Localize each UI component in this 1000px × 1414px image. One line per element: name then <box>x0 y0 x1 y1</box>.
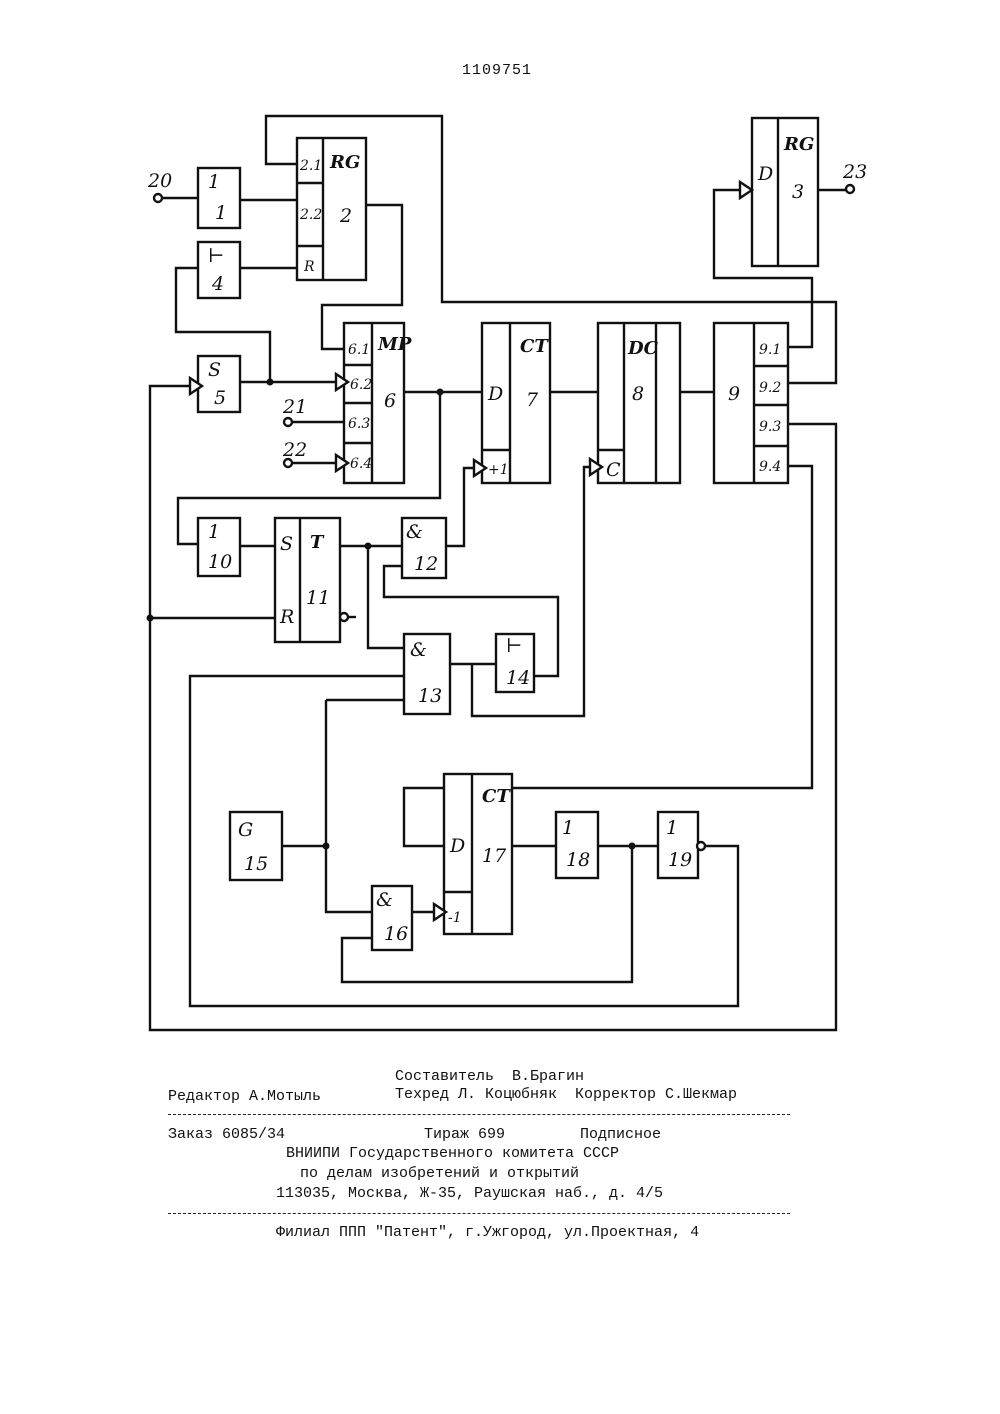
editor-line: Редактор А.Мотыль <box>168 1088 321 1105</box>
compiler-line: Составитель В.Брагин <box>395 1068 584 1085</box>
circulation-line: Тираж 699 <box>424 1126 505 1143</box>
order-line: Заказ 6085/34 <box>168 1126 285 1143</box>
organization-line-1: ВНИИПИ Государственного комитета СССР <box>286 1145 619 1162</box>
divider-bottom <box>168 1213 790 1214</box>
address-line: 113035, Москва, Ж-35, Раушская наб., д. … <box>276 1185 663 1202</box>
organization-line-2: по делам изобретений и открытий <box>300 1165 579 1182</box>
branch-line: Филиал ППП "Патент", г.Ужгород, ул.Проек… <box>276 1224 699 1241</box>
techred-line: Техред Л. Коцюбняк Корректор С.Шекмар <box>395 1086 737 1103</box>
divider-top <box>168 1114 790 1115</box>
subscription-line: Подписное <box>580 1126 661 1143</box>
